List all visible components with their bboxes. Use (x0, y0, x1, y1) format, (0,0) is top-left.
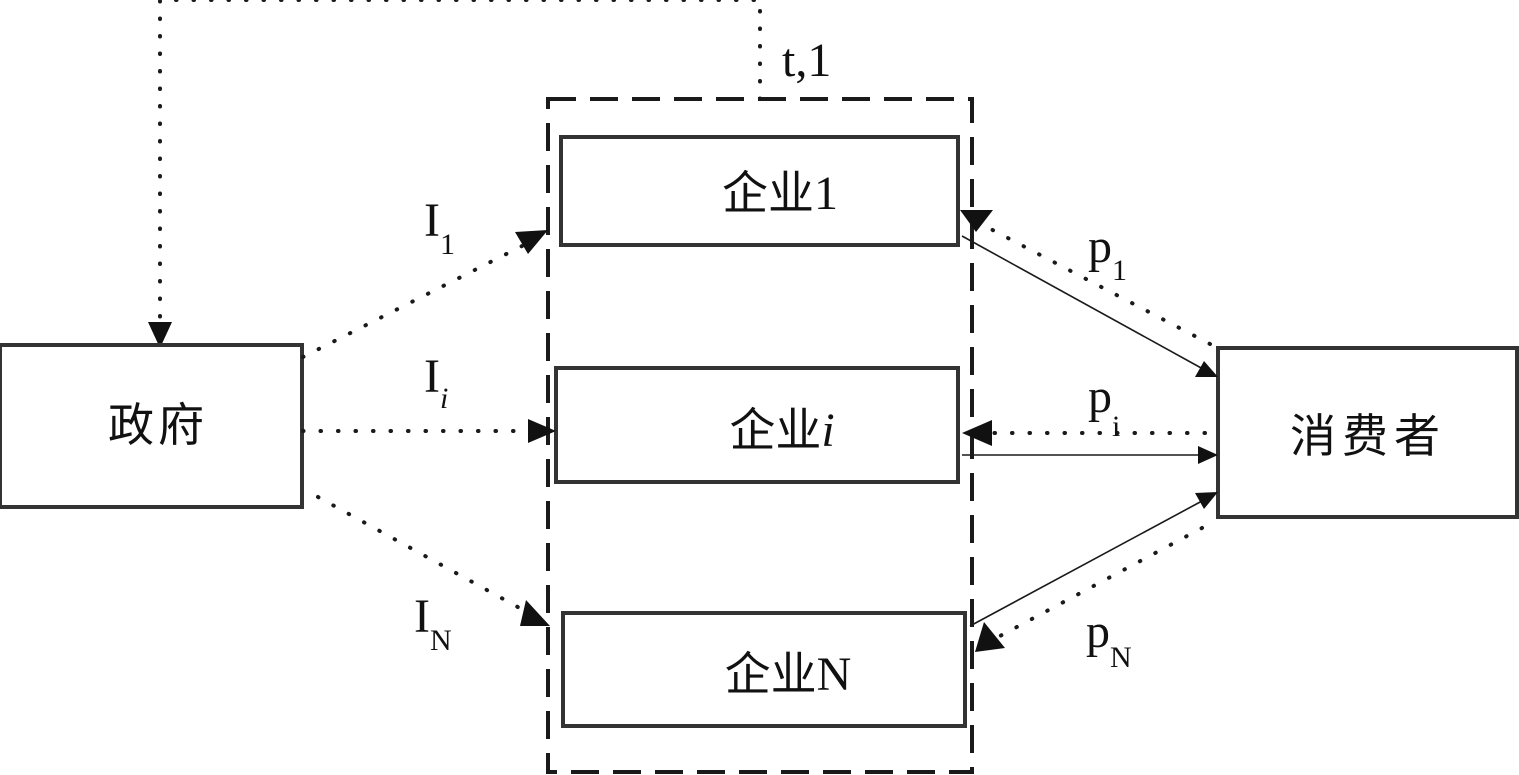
gov-to-firm-1-label: I1 (424, 194, 455, 261)
consumer-to-firm-i-label: pi (1088, 370, 1120, 443)
consumer-to-firm-1-label: p1 (1088, 220, 1127, 287)
firm-n-node (561, 611, 967, 728)
government-node (0, 343, 304, 509)
government-label: 政府 (108, 398, 208, 452)
gov-to-firm-1-arrowhead (515, 230, 548, 254)
firm-1-node (559, 135, 960, 247)
firm-1-label: 企业1 (722, 166, 838, 220)
feedback-edge-label: t,1 (782, 34, 831, 87)
gov-to-firm-n-label: IN (414, 590, 452, 657)
firm-i-label-text: 企业 (729, 403, 821, 457)
consumer-to-firm-n-arrowhead (975, 622, 1005, 652)
consumer-to-firm-1-label-base: p (1088, 220, 1112, 273)
consumer-to-firm-1-edge (983, 224, 1212, 346)
consumer-to-firm-i-label-base: p (1088, 370, 1112, 423)
consumer-to-firm-n-label-base: p (1086, 605, 1110, 658)
firm-1-to-consumer-edge (961, 235, 1204, 370)
gov-to-firm-1-edge (301, 241, 530, 359)
gov-to-firm-i-label-base: I (424, 350, 440, 403)
firm-n-label-text: 企业 (725, 647, 817, 701)
gov-to-firm-1-label-sub: 1 (440, 228, 455, 261)
firm-n-to-consumer-arrowhead (1195, 492, 1218, 509)
gov-to-firm-i-label-sub: i (440, 382, 448, 415)
firm-n-to-consumer-edge (969, 500, 1203, 627)
firm-i-label-suffix: i (821, 404, 834, 457)
feedback-edge-arrowhead (148, 322, 172, 348)
feedback-edge (158, 0, 762, 322)
firm-1-label-suffix: 1 (814, 167, 838, 220)
firm-n-label: 企业N (725, 647, 852, 701)
firm-1-to-consumer-arrowhead (1195, 361, 1218, 377)
gov-to-firm-i-arrowhead (528, 419, 556, 443)
firm-i-label: 企业i (729, 403, 834, 457)
gov-to-firm-n-label-base: I (414, 590, 430, 643)
consumer-to-firm-1-label-sub: 1 (1112, 254, 1127, 287)
consumer-to-firm-1-arrowhead (960, 210, 993, 232)
consumer-to-firm-i-label-sub: i (1112, 410, 1120, 443)
consumer-to-firm-n-label: pN (1086, 605, 1132, 674)
consumer-to-firm-n-label-sub: N (1110, 641, 1132, 674)
consumer-label: 消费者 (1290, 409, 1446, 463)
gov-to-firm-i-label: Ii (424, 350, 448, 415)
consumer-node (1216, 346, 1519, 519)
gov-to-firm-n-label-sub: N (430, 624, 452, 657)
gov-to-firm-n-arrowhead (520, 600, 550, 626)
firm-i-to-consumer-arrowhead (1198, 446, 1218, 464)
firm-1-label-text: 企业 (722, 166, 814, 220)
gov-to-firm-1-label-base: I (424, 194, 440, 247)
consumer-to-firm-i-arrowhead (962, 420, 992, 446)
firm-n-label-suffix: N (817, 648, 852, 701)
consumer-to-firm-n-edge (998, 526, 1204, 638)
firm-i-node (554, 366, 960, 484)
